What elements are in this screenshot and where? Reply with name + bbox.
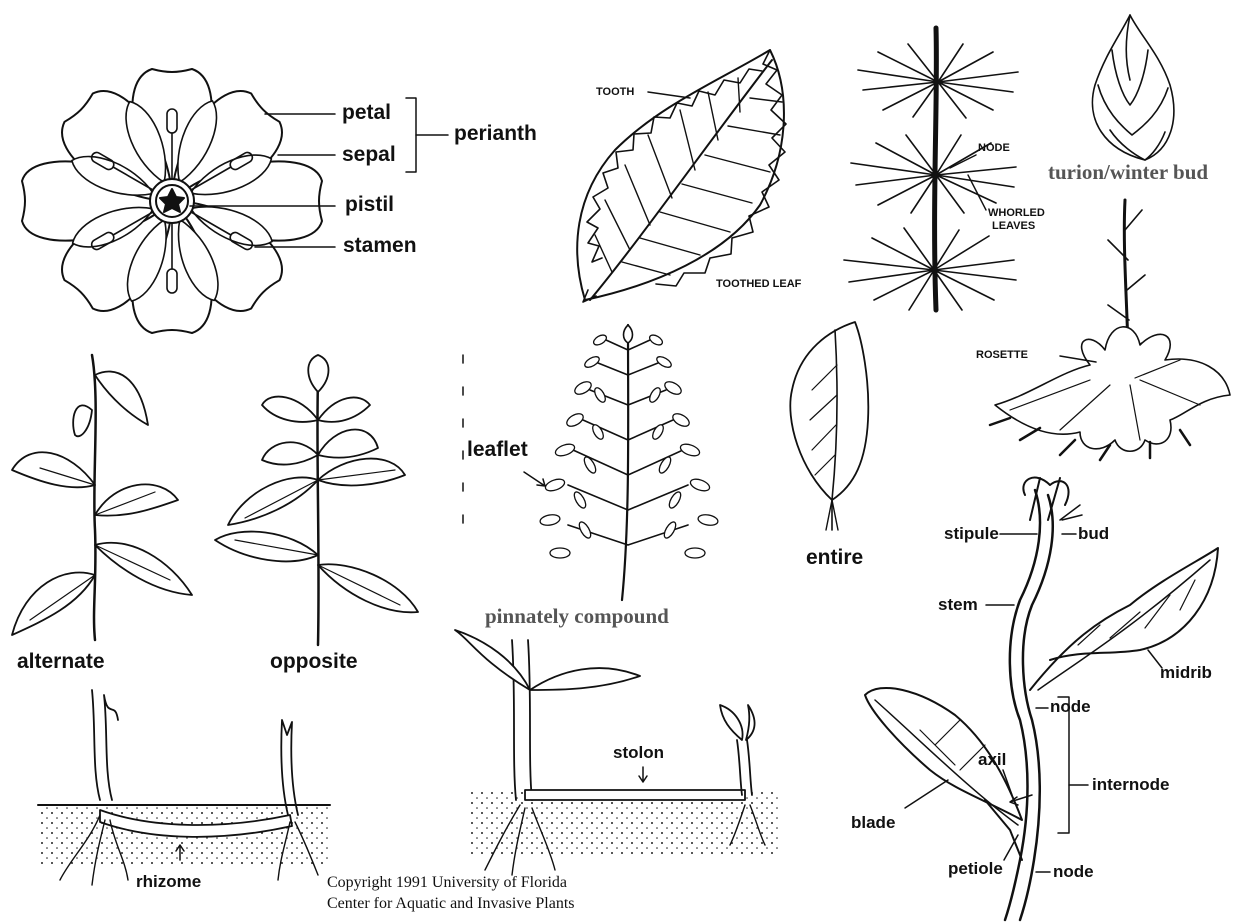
turion-drawing [1092, 15, 1173, 160]
pistil-label: pistil [345, 193, 394, 217]
flower-pistil [150, 179, 194, 223]
stem-leader-lines [905, 534, 1162, 872]
stipule-label: stipule [944, 524, 999, 544]
rosette-drawing [990, 200, 1230, 460]
pinnately-compound-caption: pinnately compound [485, 604, 669, 629]
petal-label: petal [342, 101, 391, 125]
whorled-leaves-label: WHORLED LEAVES [988, 207, 1045, 233]
stem-label: stem [938, 595, 978, 615]
blade-label: blade [851, 813, 895, 833]
rosette-label: ROSETTE [976, 349, 1028, 361]
tooth-label: TOOTH [596, 86, 634, 98]
pinnately-compound-drawing [463, 325, 719, 600]
copyright-notice: Copyright 1991 University of Florida Cen… [327, 872, 575, 914]
alternate-caption: alternate [17, 650, 105, 674]
rhizome-label: rhizome [136, 872, 201, 892]
node-label-lower: node [1053, 862, 1094, 882]
alternate-drawing [12, 355, 192, 640]
node-label-whorled: NODE [978, 142, 1010, 154]
sepal-label: sepal [342, 143, 396, 167]
whorled-leaves-drawing [844, 28, 1018, 310]
internode-label: internode [1092, 775, 1169, 795]
entire-leaf-drawing [790, 322, 868, 530]
axil-label: axil [978, 750, 1006, 770]
stamen-label: stamen [343, 234, 417, 258]
flower-drawing [22, 69, 322, 333]
bud-label: bud [1078, 524, 1109, 544]
copyright-line1: Copyright 1991 University of Florida [327, 872, 575, 893]
copyright-line2: Center for Aquatic and Invasive Plants [327, 893, 575, 914]
opposite-drawing [215, 355, 418, 645]
leaflet-label: leaflet [467, 438, 528, 462]
stolon-label: stolon [613, 743, 664, 763]
rhizome-drawing [38, 690, 330, 885]
node-label-upper: node [1050, 697, 1091, 717]
petiole-label: petiole [948, 859, 1003, 879]
whorled-leaves-line1: WHORLED [988, 207, 1045, 220]
perianth-label: perianth [454, 122, 537, 146]
entire-caption: entire [806, 546, 863, 570]
opposite-caption: opposite [270, 650, 358, 674]
whorled-leaves-line2: LEAVES [988, 220, 1045, 233]
turion-caption: turion/winter bud [1048, 160, 1208, 185]
stem-parts-drawing [865, 478, 1218, 920]
midrib-label: midrib [1160, 663, 1212, 683]
toothed-leaf-caption: TOOTHED LEAF [716, 278, 801, 290]
